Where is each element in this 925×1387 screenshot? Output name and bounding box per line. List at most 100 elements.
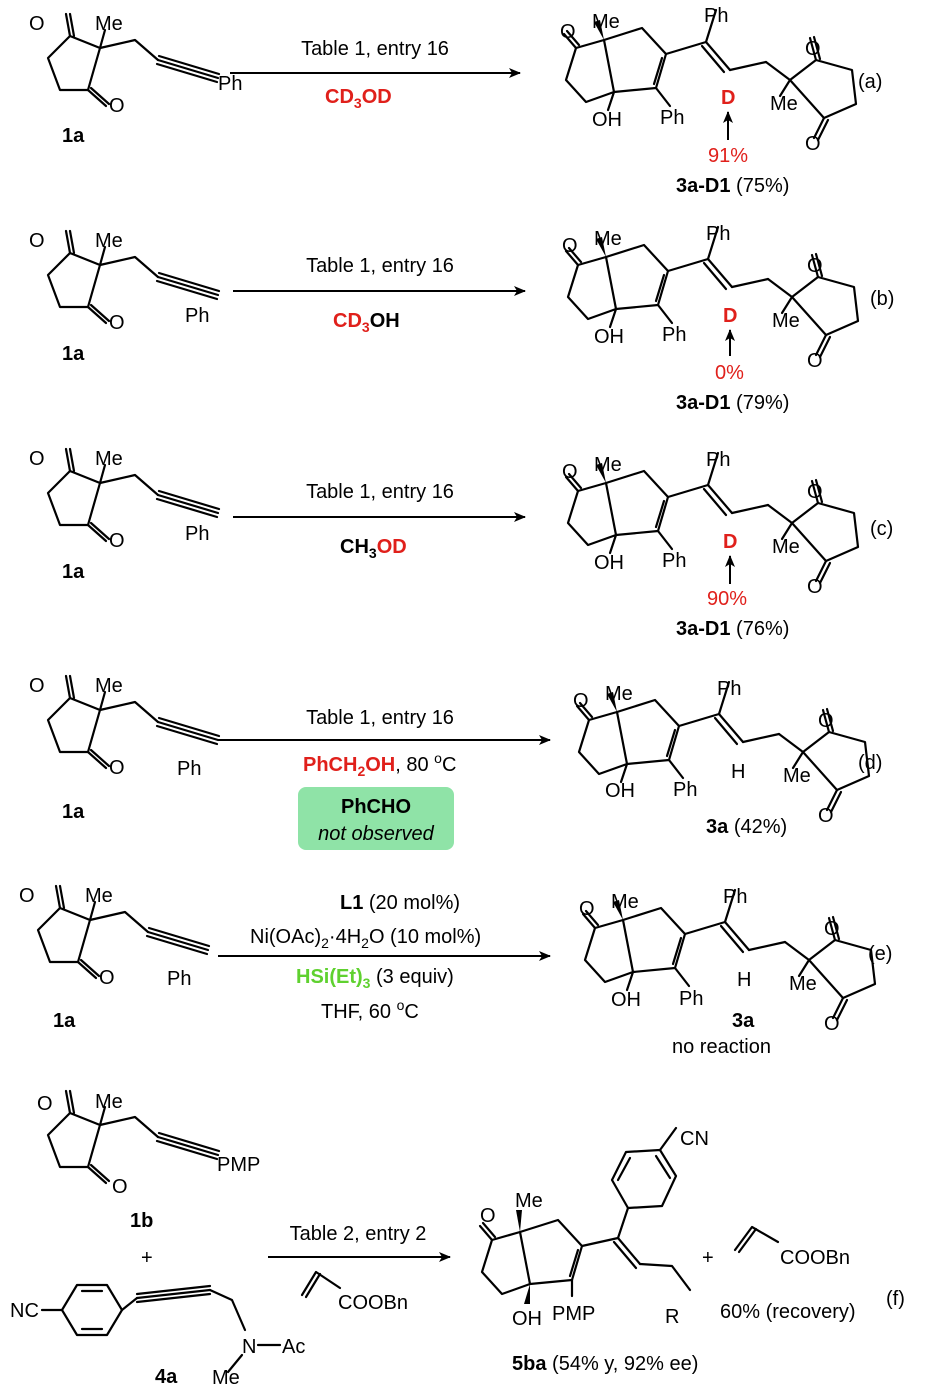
svg-text:O: O: [807, 481, 823, 503]
reaction-label-a: (a): [858, 71, 882, 93]
svg-text:O: O: [29, 675, 45, 697]
svg-text:O: O: [805, 38, 821, 60]
svg-text:Ph: Ph: [177, 758, 201, 780]
svg-text:OH: OH: [594, 326, 624, 348]
d-incorporation: 91%: [708, 145, 748, 167]
compound-1b-label: 1b: [130, 1210, 153, 1232]
svg-text:PMP: PMP: [552, 1303, 595, 1325]
svg-text:O: O: [112, 1176, 128, 1198]
svg-text:H: H: [731, 761, 745, 783]
svg-text:Ph: Ph: [706, 449, 730, 471]
svg-text:Me: Me: [605, 683, 633, 705]
svg-text:COOBn: COOBn: [780, 1247, 850, 1269]
svg-text:O: O: [824, 1013, 840, 1035]
svg-text:Me: Me: [770, 93, 798, 115]
svg-text:Table 1, entry 16: Table 1, entry 16: [306, 481, 454, 503]
svg-text:O: O: [562, 235, 578, 257]
svg-text:Me: Me: [515, 1190, 543, 1212]
svg-text:Ph: Ph: [706, 223, 730, 245]
svg-text:O: O: [807, 350, 823, 372]
svg-text:PMP: PMP: [217, 1154, 260, 1176]
svg-text:O: O: [29, 230, 45, 252]
svg-text:Me: Me: [95, 13, 123, 35]
svg-text:Ni(OAc)2·4H2O (10 mol%): Ni(OAc)2·4H2O (10 mol%): [250, 926, 481, 951]
svg-text:Me: Me: [783, 765, 811, 787]
svg-text:O: O: [99, 967, 115, 989]
svg-text:Ph: Ph: [704, 5, 728, 27]
svg-text:O: O: [818, 710, 834, 732]
svg-text:N: N: [242, 1336, 256, 1358]
svg-text:OH: OH: [512, 1308, 542, 1330]
svg-text:3a (42%): 3a (42%): [706, 816, 787, 838]
svg-text:Me: Me: [95, 1091, 123, 1113]
svg-text:Me: Me: [85, 885, 113, 907]
svg-text:THF, 60 oC: THF, 60 oC: [321, 997, 419, 1023]
reaction-c: O Me O Ph 1a Table 1, entry 16 CH3OD O M…: [29, 447, 893, 640]
svg-text:Me: Me: [212, 1367, 240, 1387]
svg-text:O: O: [109, 530, 125, 552]
svg-text:OH: OH: [605, 780, 635, 802]
svg-text:+: +: [141, 1247, 153, 1269]
svg-text:Me: Me: [789, 973, 817, 995]
compound-1a-label: 1a: [62, 125, 85, 147]
reaction-label-d: (d): [858, 752, 882, 774]
svg-text:O: O: [573, 690, 589, 712]
svg-text:Ph: Ph: [679, 988, 703, 1010]
svg-text:O: O: [480, 1205, 496, 1227]
box-title: PhCHO: [341, 796, 411, 818]
solvent-label: CD3OD: [325, 86, 392, 111]
svg-text:Me: Me: [772, 536, 800, 558]
svg-text:O: O: [579, 898, 595, 920]
svg-text:Me: Me: [594, 454, 622, 476]
svg-text:O: O: [109, 757, 125, 779]
svg-text:CH3OD: CH3OD: [340, 536, 407, 561]
svg-text:CN: CN: [680, 1128, 709, 1150]
svg-text:OH: OH: [592, 109, 622, 131]
svg-text:O: O: [807, 255, 823, 277]
svg-text:Ph: Ph: [723, 886, 747, 908]
reaction-d: O Me O Ph 1a Table 1, entry 16 PhCH2OH, …: [29, 674, 882, 850]
reaction-f: O Me O PMP 1b + NC N Ac Me 4a Table 2, e…: [10, 1089, 905, 1387]
svg-text:HSi(Et)3 (3 equiv): HSi(Et)3 (3 equiv): [296, 966, 454, 991]
svg-text:Table 1, entry 16: Table 1, entry 16: [306, 707, 454, 729]
svg-text:O: O: [560, 21, 576, 43]
svg-text:3a-D1 (79%): 3a-D1 (79%): [676, 392, 789, 414]
svg-text:3a: 3a: [732, 1010, 755, 1032]
deuterium-label: D: [721, 87, 735, 109]
svg-text:0%: 0%: [715, 362, 744, 384]
svg-text:Ph: Ph: [185, 305, 209, 327]
svg-text:Ph: Ph: [662, 550, 686, 572]
svg-text:Me: Me: [611, 891, 639, 913]
svg-text:D: D: [723, 531, 737, 553]
svg-text:O: O: [805, 133, 821, 155]
svg-text:O: O: [562, 461, 578, 483]
svg-text:O: O: [19, 885, 35, 907]
observation-box: [298, 787, 454, 850]
compound-4a-label: 4a: [155, 1366, 178, 1387]
svg-text:O: O: [29, 448, 45, 470]
svg-text:PhCH2OH, 80 oC: PhCH2OH, 80 oC: [303, 750, 456, 779]
no-reaction-note: no reaction: [672, 1036, 771, 1058]
box-note: not observed: [318, 823, 435, 845]
svg-text:O: O: [824, 918, 840, 940]
svg-text:Ph: Ph: [660, 107, 684, 129]
svg-text:Table 2, entry 2: Table 2, entry 2: [290, 1223, 427, 1245]
reaction-label-e: (e): [868, 943, 892, 965]
product-label: 3a-D1 (75%): [676, 175, 789, 197]
svg-text:O: O: [818, 805, 834, 827]
reaction-e: O Me O Ph 1a L1 (20 mol%) Ni(OAc)2·4H2O …: [19, 884, 892, 1058]
svg-text:OH: OH: [594, 552, 624, 574]
svg-text:CD3OH: CD3OH: [333, 310, 400, 335]
svg-text:Table 1, entry 16: Table 1, entry 16: [306, 255, 454, 277]
svg-text:1a: 1a: [53, 1010, 76, 1032]
svg-text:1a: 1a: [62, 561, 85, 583]
svg-text:R: R: [665, 1306, 679, 1328]
svg-text:L1 (20 mol%): L1 (20 mol%): [340, 892, 460, 914]
svg-text:Ph: Ph: [673, 779, 697, 801]
svg-text:Me: Me: [772, 310, 800, 332]
svg-text:Ph: Ph: [218, 73, 242, 95]
svg-text:Me: Me: [594, 228, 622, 250]
svg-text:Me: Me: [95, 448, 123, 470]
svg-text:Ph: Ph: [185, 523, 209, 545]
